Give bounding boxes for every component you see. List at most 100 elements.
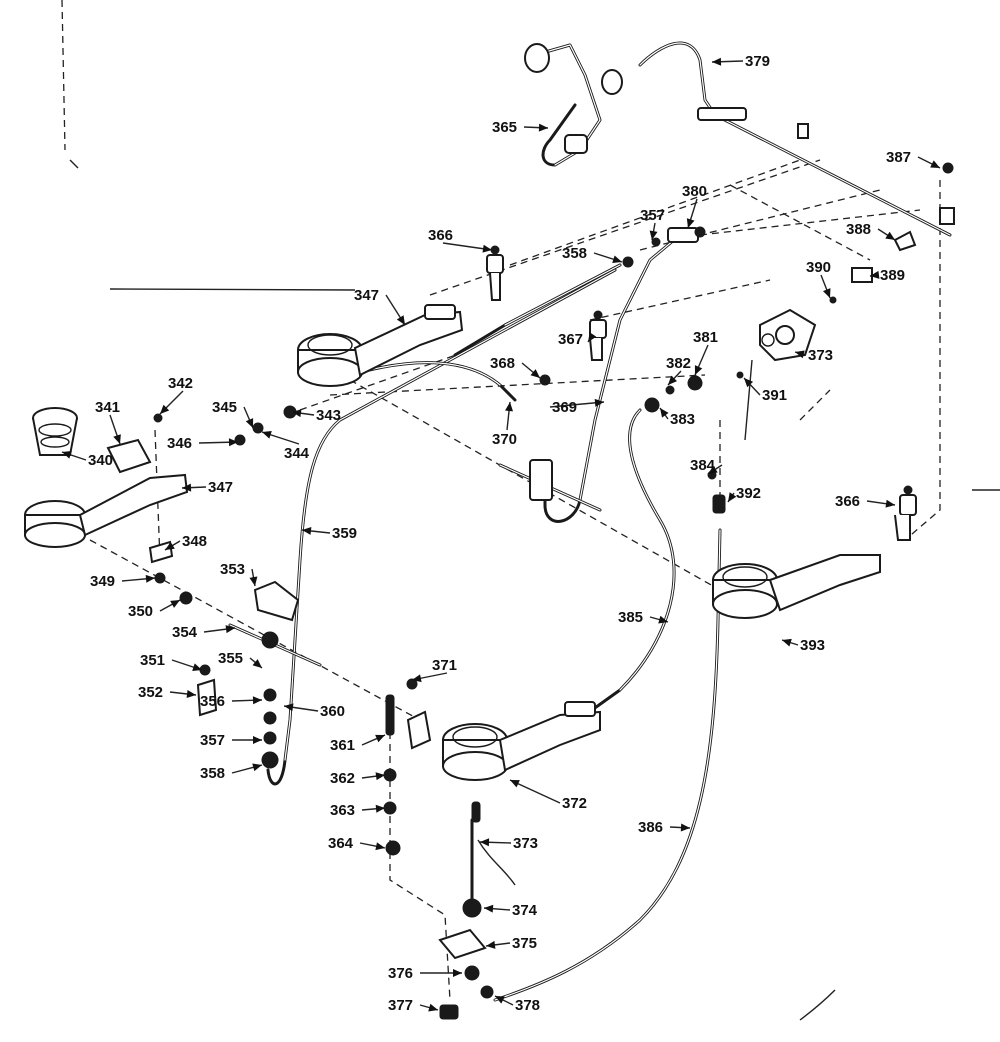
wire-lines (69, 159, 1000, 1021)
bracket-352 (196, 678, 218, 717)
part-label-342: 342 (159, 375, 193, 415)
part-label-373: 373 (479, 835, 538, 852)
arrow-head (712, 57, 722, 66)
part-label-375: 375 (485, 935, 537, 952)
part-label-374: 374 (483, 902, 538, 919)
arrow-head (375, 804, 385, 813)
part-label-366: 366 (835, 493, 896, 510)
part-label-377: 377 (388, 997, 439, 1014)
arrow-head (588, 332, 597, 342)
part-label-363: 363 (330, 802, 386, 819)
arrow-head (396, 315, 405, 325)
supply-pipe-365 (524, 43, 623, 167)
part-number: 377 (388, 997, 413, 1014)
arrow-head (113, 434, 121, 444)
arrow-head (870, 270, 880, 279)
part-label-386: 386 (638, 819, 691, 836)
part-label-379: 379 (711, 53, 770, 70)
part-number: 350 (128, 603, 153, 620)
part-number: 373 (808, 347, 833, 364)
part-number: 386 (638, 819, 663, 836)
part-label-383: 383 (659, 407, 695, 428)
part-label-388: 388 (846, 221, 896, 241)
part-label-357: 357 (640, 207, 665, 241)
arrow-head (538, 123, 548, 132)
part-number: 373 (513, 835, 538, 852)
manifold-crossbar (498, 459, 602, 512)
bracket-371 (406, 710, 432, 750)
part-label-367: 367 (558, 331, 597, 348)
arrow-head (668, 375, 678, 385)
part-number: 369 (552, 399, 577, 416)
arrow-head (486, 940, 496, 949)
part-number: 358 (562, 245, 587, 262)
part-label-350: 350 (128, 599, 181, 620)
part-label-345: 345 (212, 399, 254, 429)
part-number: 347 (354, 287, 379, 304)
arrow-head (482, 244, 492, 253)
part-label-391: 391 (743, 377, 787, 404)
rod-373-lower (470, 818, 516, 902)
part-number: 390 (806, 259, 831, 276)
part-label-370: 370 (492, 401, 517, 448)
part-number: 361 (330, 737, 355, 754)
part-number: 378 (515, 997, 540, 1014)
arrow-head (302, 526, 312, 535)
arrow-head (480, 838, 490, 847)
burner-393 (712, 554, 881, 619)
part-number: 371 (432, 657, 457, 674)
arrow-head (165, 541, 175, 550)
part-number: 379 (745, 53, 770, 70)
part-number: 366 (835, 493, 860, 510)
burner-372 (442, 701, 601, 781)
arrow-head (225, 625, 235, 634)
valve-366-right (894, 485, 917, 541)
part-label-343: 343 (291, 407, 341, 424)
part-label-351: 351 (140, 652, 203, 671)
arrow-head (284, 703, 294, 712)
part-number: 342 (168, 375, 193, 392)
arrow-head (510, 780, 520, 788)
part-number: 362 (330, 770, 355, 787)
arrow-head (160, 404, 170, 414)
arrow-head (782, 638, 792, 647)
part-label-381: 381 (693, 329, 718, 376)
valve-367 (589, 310, 607, 361)
part-label-382: 382 (666, 355, 691, 386)
arrow-head (292, 409, 302, 418)
part-number: 346 (167, 435, 192, 452)
part-label-365: 365 (492, 119, 549, 136)
part-number: 380 (682, 183, 707, 200)
part-label-387: 387 (886, 149, 941, 169)
arrow-head (708, 465, 718, 474)
leader-line (509, 779, 561, 804)
part-number: 375 (512, 935, 537, 952)
arrow-head (252, 763, 262, 772)
arrow-head (728, 492, 737, 502)
part-label-352: 352 (138, 684, 197, 701)
arrow-head (228, 438, 238, 447)
arrow-head (744, 378, 754, 388)
arrow-head (375, 734, 385, 743)
part-number: 393 (800, 637, 825, 654)
part-number: 384 (690, 457, 716, 474)
arrow-head (649, 230, 658, 240)
part-label-360: 360 (283, 703, 345, 720)
part-number: 351 (140, 652, 165, 669)
part-number: 381 (693, 329, 718, 346)
part-label-358: 358 (562, 245, 623, 264)
part-number: 348 (182, 533, 207, 550)
tube-369 (543, 233, 682, 523)
part-label-341: 341 (95, 399, 121, 445)
part-label-389: 389 (869, 267, 905, 284)
arrow-head (186, 689, 196, 698)
part-label-353: 353 (220, 561, 258, 587)
part-label-366: 366 (428, 227, 493, 253)
arrow-head (375, 842, 385, 851)
part-label-390: 390 (806, 259, 831, 299)
rod-358 (453, 263, 622, 357)
arrow-head (822, 288, 831, 298)
part-label-380: 380 (682, 183, 707, 229)
part-label-369: 369 (549, 398, 605, 416)
arrow-head (252, 696, 262, 705)
